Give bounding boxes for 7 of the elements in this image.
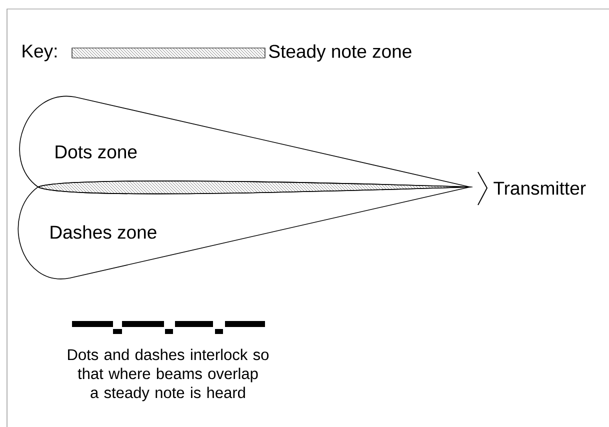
dots-zone-lobe: Dots zone	[19, 96, 470, 194]
dashes-zone-lobe: Dashes zone	[18, 180, 470, 280]
transmitter-label: Transmitter	[494, 181, 586, 195]
key-label: Key:	[22, 44, 57, 62]
steady-note-zone	[38, 180, 470, 194]
caption-note: Dots and dashes interlock so that where beams overlap a steady note is heard	[68, 348, 269, 402]
legend-text: Steady note zone	[269, 44, 412, 62]
